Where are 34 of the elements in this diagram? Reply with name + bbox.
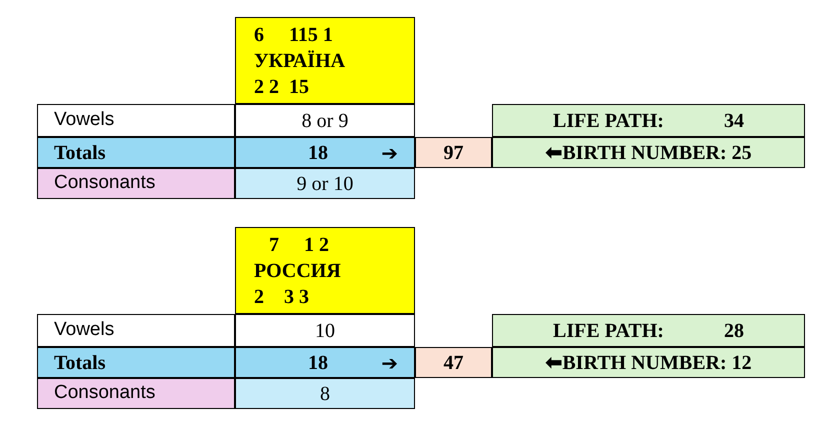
row-label: Consonants	[37, 378, 235, 409]
result-cell	[492, 104, 805, 137]
value-cell: 10	[235, 314, 415, 347]
value-cell	[235, 347, 415, 378]
result-label: LIFE PATH:	[553, 318, 664, 344]
country-name: РОССИЯ	[254, 258, 341, 284]
result-label: LIFE PATH:	[553, 108, 664, 134]
value-cell: 8 or 9	[235, 104, 415, 137]
letter-numbers: 6 115 1	[254, 22, 333, 48]
name-box	[235, 17, 415, 104]
letter-numbers: 7 1 2	[268, 232, 329, 258]
right-arrow-glyph: ➔	[381, 140, 398, 166]
letter-numbers: 2 2 15	[254, 74, 309, 100]
result-cell: 47	[415, 347, 492, 378]
row-label: Totals	[37, 137, 235, 168]
total-value: 18	[308, 350, 328, 376]
value-cell: 9 or 10	[235, 168, 415, 199]
row-label: Vowels	[37, 104, 235, 137]
result-cell	[492, 314, 805, 347]
result-cell: ⬅BIRTH NUMBER: 25	[492, 137, 805, 168]
value-cell	[235, 137, 415, 168]
result-cell: ⬅BIRTH NUMBER: 12	[492, 347, 805, 378]
country-name: УКРАЇНА	[254, 48, 346, 74]
total-value: 18	[308, 140, 328, 166]
result-value: 34	[724, 108, 744, 134]
name-box	[235, 227, 415, 314]
row-label: Consonants	[37, 168, 235, 199]
row-label: Totals	[37, 347, 235, 378]
letter-numbers: 2 3 3	[254, 284, 309, 310]
result-value: 28	[724, 318, 744, 344]
row-label: Vowels	[37, 314, 235, 347]
right-arrow-glyph: ➔	[381, 350, 398, 376]
value-cell: 8	[235, 378, 415, 409]
result-cell: 97	[415, 137, 492, 168]
